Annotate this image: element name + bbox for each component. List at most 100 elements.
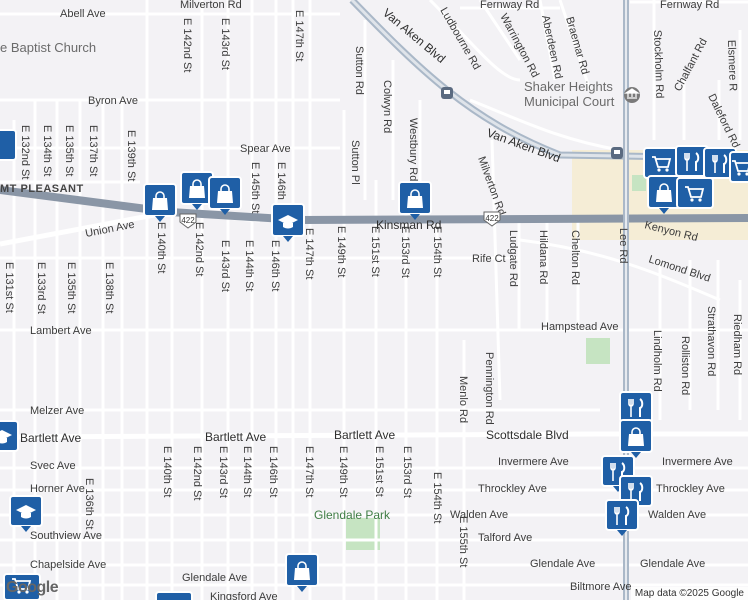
label-e-142nd-bot: E 142nd St: [191, 446, 203, 500]
bartlett-scottsdale-road: [0, 431, 748, 440]
label-e-147th-mid: E 147th St: [303, 228, 315, 279]
school-icon[interactable]: [9, 495, 43, 532]
label-talford-ave: Talford Ave: [478, 532, 532, 544]
shopping-bag-icon[interactable]: [285, 553, 319, 592]
shopping-bag-icon[interactable]: [208, 176, 242, 215]
label-sutton-rd: Sutton Rd: [353, 46, 365, 95]
label-lambert-ave: Lambert Ave: [30, 325, 92, 337]
label-baptist-church: e Baptist Church: [0, 40, 96, 55]
kinsman-rd-road: [0, 186, 748, 225]
label-byron-ave: Byron Ave: [88, 95, 138, 107]
shopping-bag-icon[interactable]: [143, 183, 177, 222]
label-e-145th-top: E 145th St: [249, 162, 261, 213]
label-southview-ave: Southview Ave: [30, 530, 102, 542]
label-strathavon-rd: Strathavon Rd: [705, 306, 717, 376]
label-e-153rd-mid: E 153rd St: [399, 226, 411, 278]
label-sutton-pl: Sutton Pl: [349, 140, 361, 185]
label-bartlett-ave-3: Bartlett Ave: [334, 428, 395, 442]
transit-icon[interactable]: [441, 87, 453, 99]
label-glendale-ave-mid: Glendale Ave: [530, 558, 595, 570]
label-scottsdale-blvd: Scottsdale Blvd: [486, 428, 569, 442]
label-court-line2: Municipal Court: [524, 94, 615, 109]
label-e-155th-bot: E 155th St: [457, 516, 469, 567]
label-glendale-park: Glendale Park: [314, 508, 391, 522]
label-abell-ave: Abell Ave: [60, 8, 106, 20]
street-labels: Abell Ave Milverton Rd Byron Ave Spear A…: [30, 0, 733, 600]
label-e-142nd-top: E 142nd St: [181, 18, 193, 72]
restaurant-icon[interactable]: [605, 499, 639, 536]
label-lee-rd: Lee Rd: [617, 228, 629, 263]
label-e-140th-mid: E 140th St: [155, 222, 167, 273]
label-colwyn-rd: Colwyn Rd: [381, 80, 393, 133]
label-milverton-rd: Milverton Rd: [180, 0, 242, 11]
label-e-133rd: E 133rd St: [35, 262, 47, 314]
label-e-132nd: E 132nd St: [19, 125, 31, 179]
map-attribution[interactable]: Map data ©2025 Google: [630, 587, 748, 600]
label-chapelside-ave: Chapelside Ave: [30, 559, 106, 571]
label-horner-ave: Horner Ave: [30, 483, 85, 495]
label-hampstead-ave: Hampstead Ave: [541, 321, 618, 333]
label-melzer-ave: Melzer Ave: [30, 405, 84, 417]
school-icon[interactable]: [271, 203, 305, 242]
google-logo: Google: [6, 579, 59, 596]
label-e-146th-top: E 146th: [275, 162, 287, 200]
label-westbury-rd: Westbury Rd: [407, 118, 419, 181]
label-glendale-ave-right: Glendale Ave: [640, 558, 705, 570]
shopping-bag-icon[interactable]: [619, 419, 653, 458]
route-422-shield-b: 422: [483, 211, 501, 227]
label-e-153rd-bot: E 153rd St: [401, 446, 413, 498]
label-hildana-rd: Hildana Rd: [537, 230, 549, 284]
label-walden-ave-1: Walden Ave: [450, 509, 508, 521]
label-stockholm-rd: Stockholm Rd: [651, 30, 665, 99]
school-icon[interactable]: [0, 420, 19, 452]
shopping-cart-icon[interactable]: [155, 591, 193, 600]
label-e-149th-bot: E 149th St: [337, 446, 349, 497]
label-pennington-rd: Pennington Rd: [483, 352, 495, 425]
label-e-142nd-mid: E 142nd St: [193, 222, 205, 276]
label-walden-ave-2: Walden Ave: [648, 509, 706, 521]
label-rolliston-rd: Rolliston Rd: [679, 336, 691, 395]
shopping-cart-icon[interactable]: [643, 147, 681, 179]
label-e-144th-mid: E 144th St: [243, 240, 255, 291]
label-menlo-rd: Menlo Rd: [457, 376, 469, 423]
label-svec-ave: Svec Ave: [30, 460, 76, 472]
route-422-shield-a: 422: [179, 213, 197, 229]
label-e-136th-bot: E 136th St: [83, 478, 95, 529]
shopping-bag-icon[interactable]: [398, 181, 432, 220]
shopping-cart-icon[interactable]: [676, 177, 714, 209]
label-e-140th-bot: E 140th St: [161, 446, 173, 497]
label-throckley-ave-1: Throckley Ave: [478, 483, 547, 495]
shopping-bag-icon[interactable]: [647, 175, 681, 214]
restaurant-icon[interactable]: [619, 391, 653, 423]
label-e-147th-bot: E 147th St: [303, 446, 315, 497]
shopping-cart-icon[interactable]: [729, 151, 748, 183]
label-e-149th-mid: E 149th St: [335, 226, 347, 277]
label-e-143rd-bot: E 143rd St: [217, 446, 229, 498]
label-e-138th: E 138th St: [103, 262, 115, 313]
label-glendale-ave-left: Glendale Ave: [182, 572, 247, 584]
label-rife-ct: Rife Ct: [472, 253, 506, 265]
label-e-147th-top: E 147th St: [293, 10, 305, 61]
label-lindholm-rd: Lindholm Rd: [651, 330, 663, 392]
restaurant-icon[interactable]: [0, 129, 17, 161]
courthouse-icon[interactable]: [624, 87, 640, 103]
shopping-cart-icon[interactable]: [3, 573, 41, 600]
label-e-131st: E 131st St: [3, 262, 15, 313]
label-bartlett-ave-2: Bartlett Ave: [205, 430, 266, 444]
label-e-143rd-top: E 143rd St: [219, 18, 231, 70]
label-e-134th: E 134th St: [41, 125, 53, 176]
svg-text:422: 422: [485, 214, 499, 223]
label-court-line1: Shaker Heights: [524, 79, 613, 94]
label-spear-ave: Spear Ave: [240, 143, 291, 155]
park-area-small: [632, 175, 646, 191]
label-e-137th: E 137th St: [87, 125, 99, 176]
label-e-146th-mid: E 146th St: [269, 240, 281, 291]
label-ludgate-rd: Ludgate Rd: [507, 230, 519, 287]
label-invermere-ave-1: Invermere Ave: [498, 456, 569, 468]
transit-icon-2[interactable]: [611, 147, 623, 159]
label-e-144th-bot: E 144th St: [241, 446, 253, 497]
label-throckley-ave-2: Throckley Ave: [656, 483, 725, 495]
label-e-143rd-mid: E 143rd St: [219, 240, 231, 292]
